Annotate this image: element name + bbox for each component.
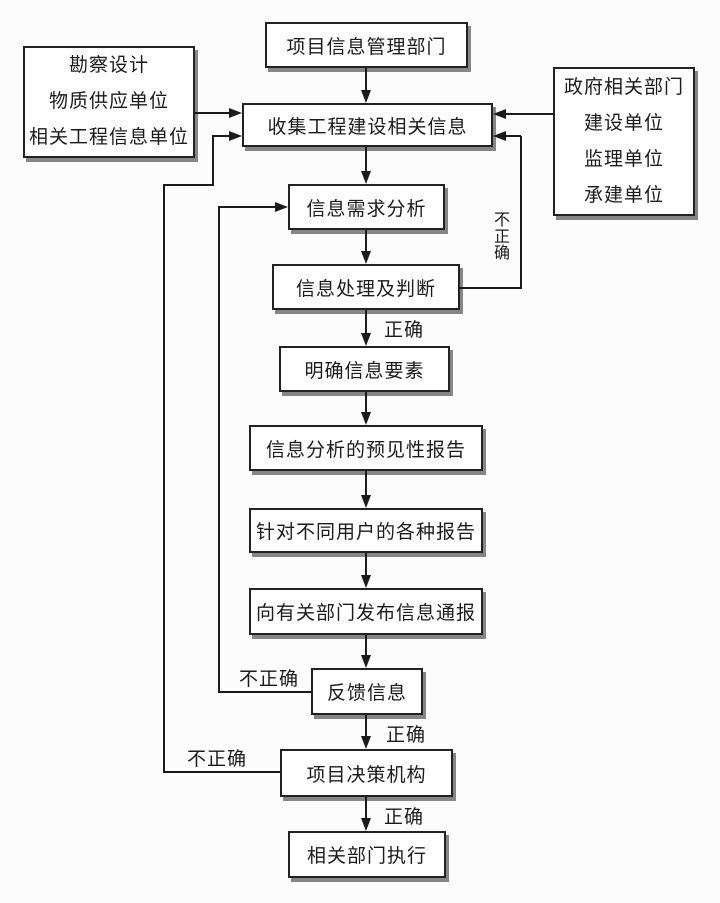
arrowhead-left: [493, 131, 506, 141]
flow-line: [506, 135, 521, 137]
flow-line: [163, 184, 165, 773]
flow-line: [365, 715, 367, 737]
flow-line: [506, 113, 553, 115]
node-process-judge: 信息处理及判断: [272, 264, 460, 310]
flow-line: [365, 392, 367, 413]
node-feedback-info: 反馈信息: [311, 668, 423, 715]
edge-label-incorrect: 不正确: [239, 669, 300, 690]
node-demand-analysis: 信息需求分析: [288, 184, 445, 230]
arrowhead-down: [361, 171, 371, 184]
flow-line: [460, 287, 522, 289]
flow-line: [163, 184, 214, 186]
arrowhead-down: [361, 333, 371, 346]
flow-line: [163, 771, 280, 773]
node-decision-body: 项目决策机构: [280, 749, 453, 797]
right-source-line: 政府相关部门: [563, 76, 684, 98]
flow-line: [218, 206, 276, 208]
edge-label-incorrect: 不正确: [187, 749, 248, 770]
flow-line: [365, 310, 367, 334]
flow-line: [365, 147, 367, 172]
flow-line: [212, 135, 214, 186]
flow-line: [195, 112, 231, 114]
left-source-line: 勘察设计: [68, 55, 149, 76]
node-publish-notice: 向有关部门发布信息通报: [249, 588, 483, 635]
flow-line: [218, 206, 220, 693]
flow-line: [365, 230, 367, 252]
arrowhead-down: [361, 736, 371, 749]
arrowhead-right: [275, 202, 288, 212]
edge-label-correct: 正确: [384, 807, 425, 828]
node-collect-info: 收集工程建设相关信息: [242, 103, 493, 147]
node-right-sources: 政府相关部门 建设单位 监理单位 承建单位: [553, 67, 695, 216]
left-source-line: 相关工程信息单位: [28, 127, 189, 148]
right-source-line: 承建单位: [583, 184, 664, 206]
edge-label-correct: 正确: [386, 725, 427, 746]
arrowhead-down: [361, 818, 371, 831]
arrowhead-down: [361, 412, 371, 425]
arrowhead-down: [361, 90, 371, 103]
flow-line: [365, 797, 367, 819]
node-dept-execute: 相关部门执行: [288, 831, 446, 878]
edge-label-correct: 正确: [384, 320, 425, 341]
arrowhead-down: [361, 655, 371, 668]
arrowhead-right: [229, 131, 242, 141]
node-forecast-report: 信息分析的预见性报告: [249, 425, 483, 471]
arrowhead-right: [229, 108, 242, 118]
left-source-line: 物质供应单位: [48, 91, 169, 112]
arrowhead-down: [361, 575, 371, 588]
edge-label-incorrect: 不正确: [493, 212, 510, 262]
flow-line: [218, 691, 311, 693]
flow-line: [520, 136, 522, 289]
flow-line: [365, 471, 367, 496]
flow-line: [365, 635, 367, 656]
arrowhead-down: [361, 251, 371, 264]
node-left-sources: 勘察设计 物质供应单位 相关工程信息单位: [23, 46, 195, 158]
node-clarify-elements: 明确信息要素: [279, 346, 450, 392]
flow-line: [365, 68, 367, 92]
right-source-line: 监理单位: [583, 148, 664, 170]
node-user-reports: 针对不同用户的各种报告: [249, 508, 483, 553]
arrowhead-down: [361, 495, 371, 508]
flow-line: [365, 553, 367, 576]
flow-line: [212, 135, 231, 137]
arrowhead-left: [493, 109, 506, 119]
node-project-info-dept: 项目信息管理部门: [265, 22, 468, 68]
right-source-line: 建设单位: [583, 112, 664, 134]
